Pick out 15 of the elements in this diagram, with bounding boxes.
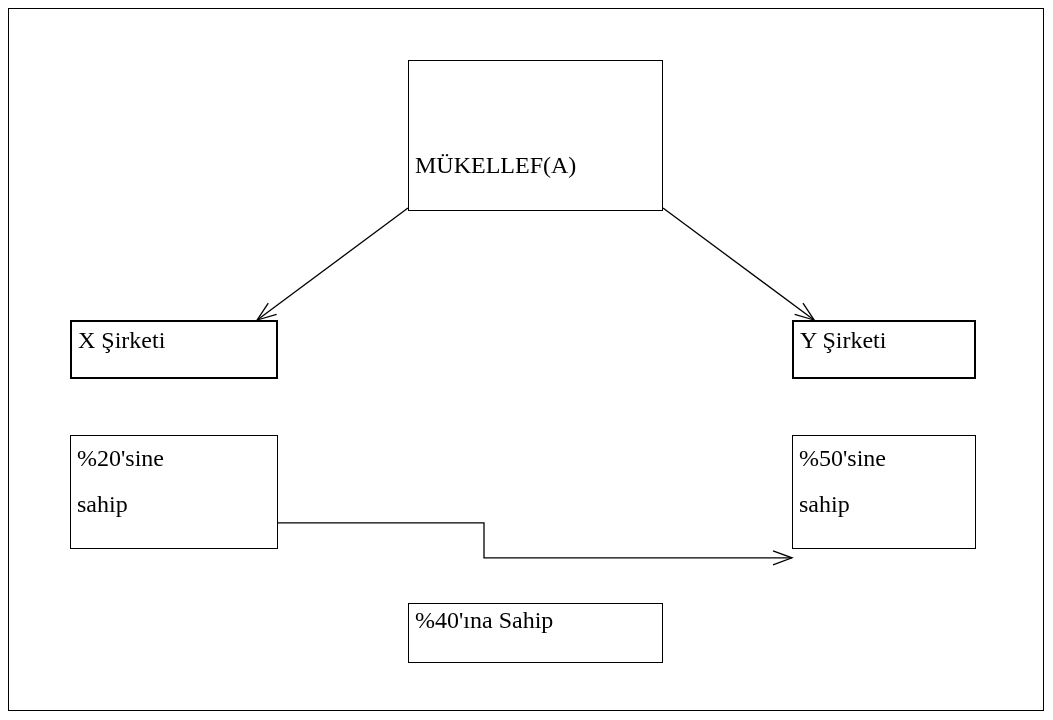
arrow [662, 207, 815, 321]
box-label: %20'sine sahip [77, 444, 165, 519]
arrow [256, 207, 409, 321]
text-box [792, 435, 976, 549]
box-label: X Şirketi [78, 326, 167, 355]
text-box [408, 60, 663, 211]
arrow [277, 522, 793, 566]
text-box [70, 320, 278, 379]
box-label: Y Şirketi [800, 326, 888, 355]
text-box [408, 603, 663, 663]
box-label: %50'sine sahip [799, 444, 887, 519]
box-label: MÜKELLEF(A) [415, 151, 578, 180]
box-label: %40'ına Sahip [415, 606, 555, 635]
text-box [70, 435, 278, 549]
text-box [792, 320, 976, 379]
